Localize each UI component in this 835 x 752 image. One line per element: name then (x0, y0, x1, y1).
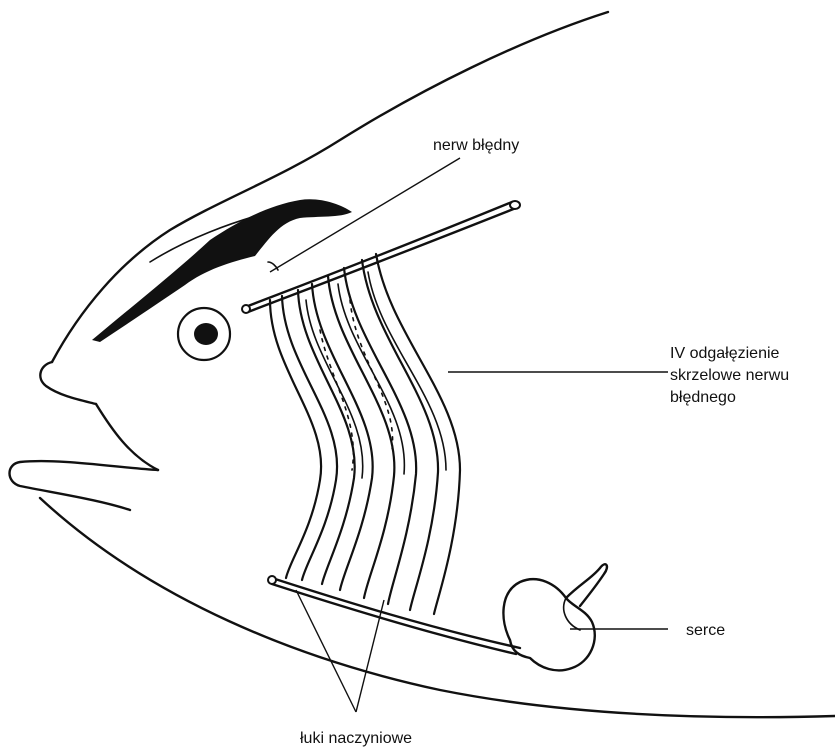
leader-arches-2 (356, 600, 384, 712)
label-branch-line2: skrzelowe nerwu (670, 367, 789, 384)
leader-lines (270, 158, 668, 712)
eye (178, 308, 230, 360)
label-branch-line1: IV odgałęzienie (670, 345, 780, 362)
heart (503, 564, 607, 670)
label-vessel-arches: łuki naczyniowe (300, 730, 412, 747)
gill-arches (270, 254, 460, 614)
ventral-aorta (268, 576, 520, 654)
label-vagus-nerve: nerw błędny (433, 137, 519, 154)
label-heart: serce (686, 622, 725, 639)
label-branch-line3: błędnego (670, 389, 736, 406)
